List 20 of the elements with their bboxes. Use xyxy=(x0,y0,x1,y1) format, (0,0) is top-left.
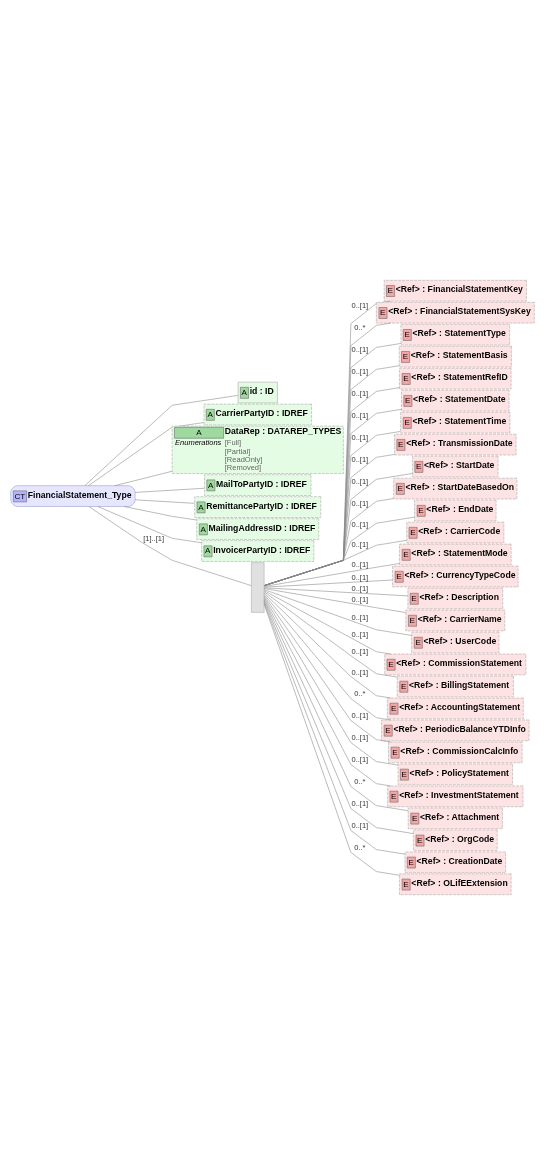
connector xyxy=(263,579,393,587)
node-box xyxy=(251,561,265,613)
connector xyxy=(263,587,409,596)
connector xyxy=(123,505,197,520)
connector xyxy=(88,421,205,486)
connector xyxy=(134,487,205,493)
connector xyxy=(263,593,391,720)
connector xyxy=(263,587,407,613)
connector xyxy=(263,562,400,587)
connector xyxy=(84,394,239,486)
connector xyxy=(97,505,202,543)
connector xyxy=(263,592,391,698)
connector xyxy=(88,505,252,586)
connector xyxy=(263,516,415,586)
connector xyxy=(263,497,394,586)
connector xyxy=(134,499,195,504)
connector xyxy=(263,588,412,636)
connector xyxy=(263,453,395,586)
connector xyxy=(263,589,391,654)
connector xyxy=(114,470,173,486)
